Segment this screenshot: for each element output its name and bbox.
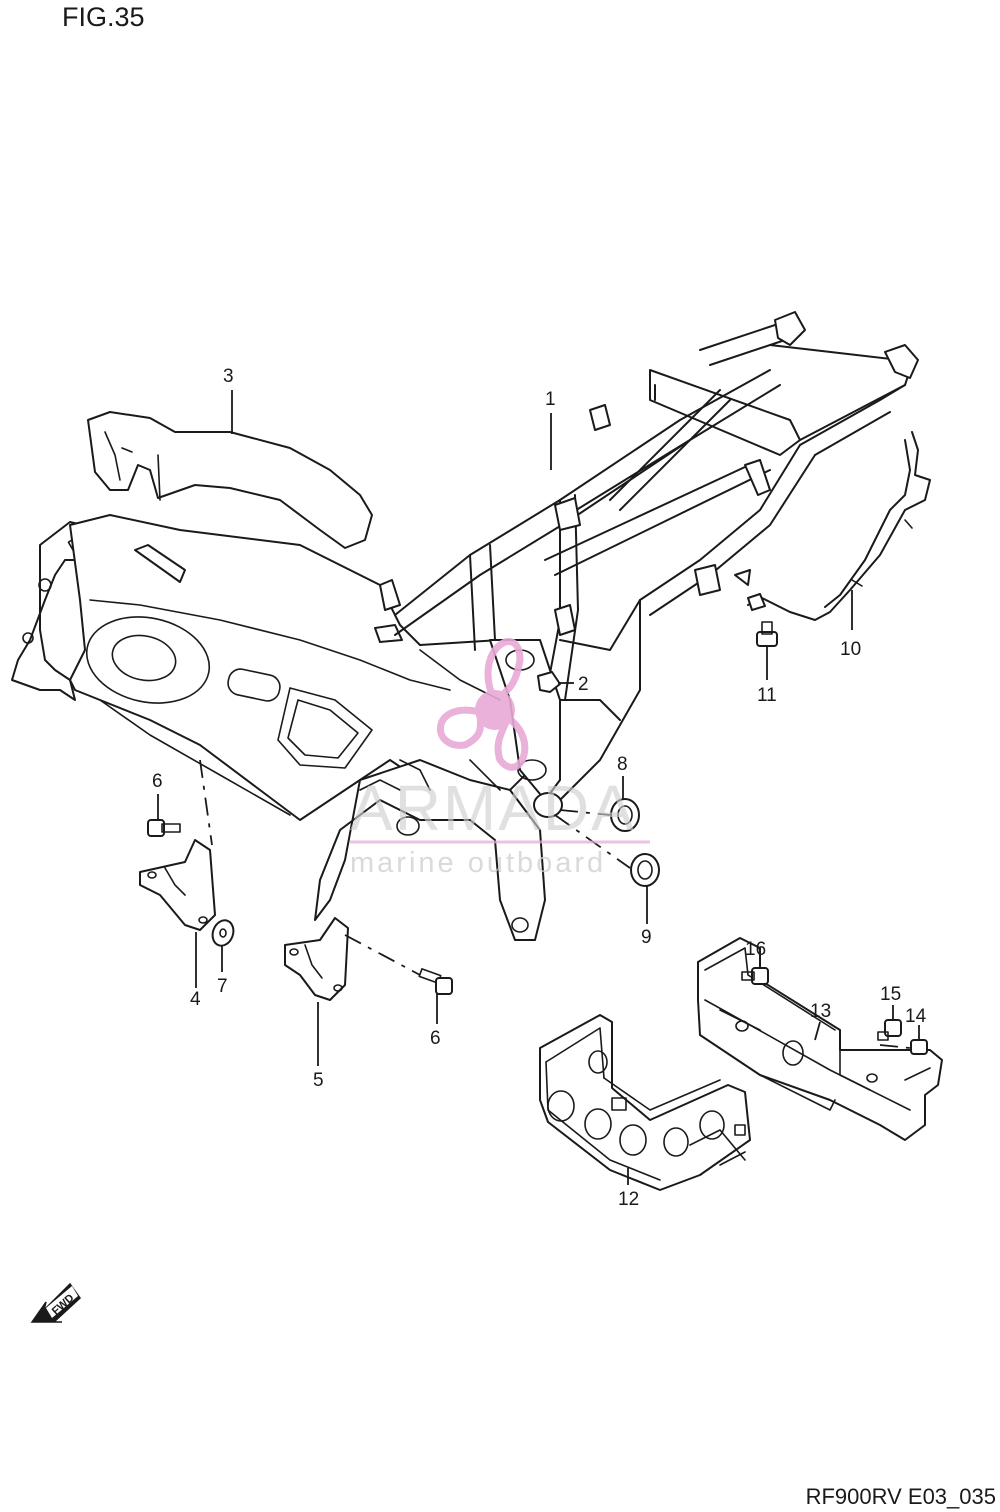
fwd-arrow-icon: FWD [30,1282,81,1323]
part-11-bolt [756,621,778,680]
callout-2: 2 [578,674,589,695]
callout-16: 16 [745,939,766,960]
callout-10: 10 [840,639,861,660]
part-5-mount-bracket [284,917,421,1001]
part-1-main-frame [11,311,919,941]
figure-title: FIG.35 [62,2,145,32]
part-14-bolt [879,1025,928,1055]
part-7-washer [211,919,235,947]
part-15-bolt [877,1005,902,1041]
part-3-frame-cover [87,411,373,549]
part-10-bracket [747,431,931,621]
part-2-clip [537,671,561,693]
part-4-mount-bracket [139,759,216,931]
callout-5: 5 [313,1070,324,1091]
part-13-upper-bracket [697,937,943,1141]
part-6-bolt-upper [147,819,181,837]
callout-8: 8 [617,754,628,775]
part-16-bolt [741,958,769,985]
callout-6-upper: 6 [152,771,163,792]
callout-13: 13 [810,1001,831,1022]
watermark-subtitle: marine outboard [350,847,606,879]
callout-15: 15 [880,984,901,1005]
propeller-icon [437,638,529,771]
callout-14: 14 [905,1006,927,1027]
callout-1: 1 [545,389,556,410]
callout-11: 11 [757,685,777,706]
part-12-lower-bracket [539,1014,751,1191]
watermark-title: ARMADA [350,772,636,844]
drawing-code: RF900RV E03_035 [805,1484,996,1509]
callout-labels: 3 1 2 6 4 7 5 6 8 9 10 11 12 13 14 15 16 [152,366,927,1210]
callout-6-lower: 6 [430,1028,441,1049]
callout-9: 9 [641,927,652,948]
callout-4: 4 [190,989,201,1010]
callout-12: 12 [618,1189,639,1210]
callout-7: 7 [217,976,228,997]
callout-3: 3 [223,366,234,387]
part-6-bolt-lower [418,968,453,995]
part-8-bushing [610,798,640,832]
leader-lines [157,390,853,1185]
watermark-logo: ARMADA marine outboard [350,638,650,879]
